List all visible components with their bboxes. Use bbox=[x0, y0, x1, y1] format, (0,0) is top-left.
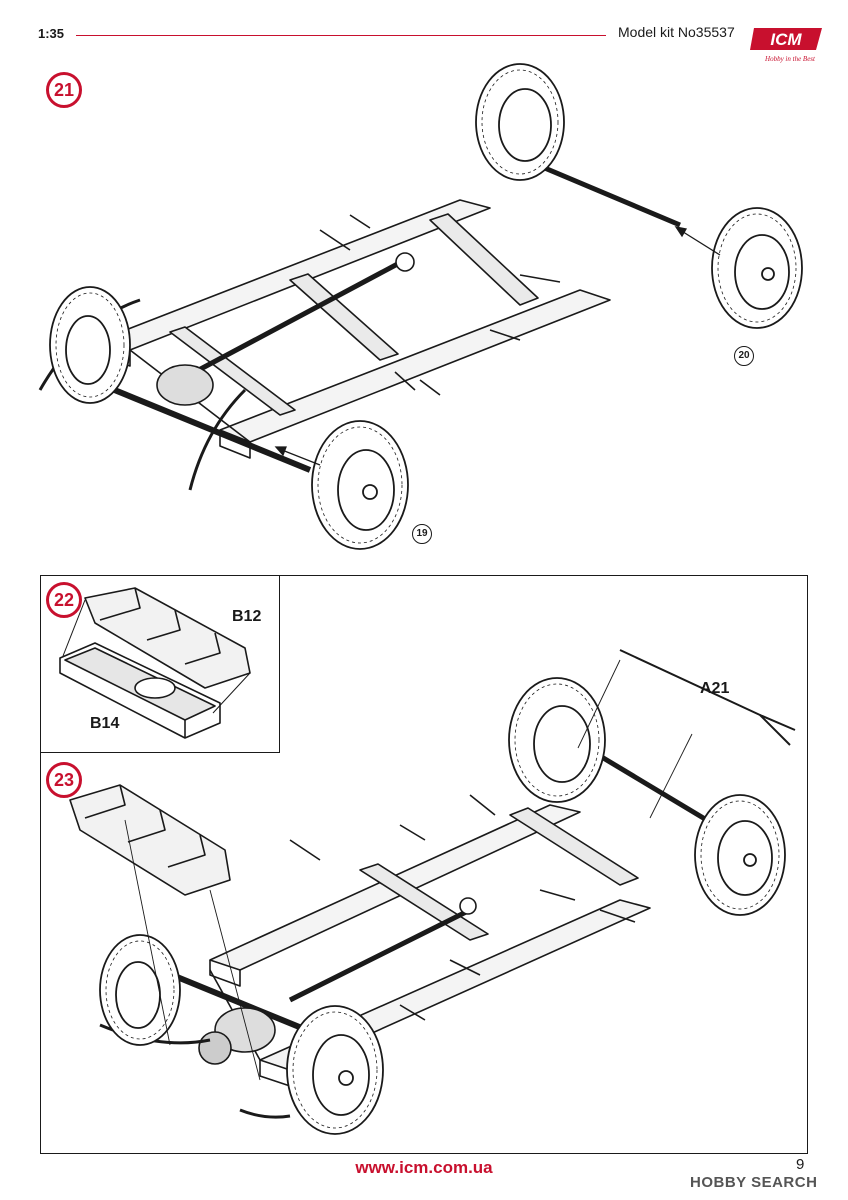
step-23-badge: 23 bbox=[46, 762, 82, 798]
step-22-tank-drawing bbox=[59, 587, 251, 739]
hobby-search-watermark: HOBBY SEARCH bbox=[690, 1174, 818, 1191]
kit-title: Model kit No35537 bbox=[618, 24, 735, 40]
step-22-badge: 22 bbox=[46, 582, 82, 618]
callout-19: 19 bbox=[412, 524, 432, 544]
steps-22-23-frame bbox=[40, 575, 808, 1154]
step-21-badge: 21 bbox=[46, 72, 82, 108]
step-23-chassis-drawing bbox=[69, 649, 796, 1135]
part-label-b12: B12 bbox=[232, 608, 262, 625]
part-label-b14: B14 bbox=[90, 715, 120, 732]
svg-text:ICM: ICM bbox=[770, 30, 802, 49]
callout-20: 20 bbox=[734, 346, 754, 366]
step-21-chassis-drawing bbox=[38, 63, 803, 550]
page-number: 9 bbox=[796, 1156, 805, 1173]
svg-text:Hobby in the Best: Hobby in the Best bbox=[764, 55, 816, 63]
icm-brand-logo: ICM Hobby in the Best bbox=[750, 28, 822, 63]
step-22-inset-frame bbox=[40, 575, 280, 753]
scale-label: 1:35 bbox=[38, 26, 65, 41]
header-rule bbox=[76, 35, 606, 36]
footer-website[interactable]: www.icm.com.ua bbox=[355, 1158, 493, 1177]
part-label-a21: A21 bbox=[700, 680, 730, 697]
